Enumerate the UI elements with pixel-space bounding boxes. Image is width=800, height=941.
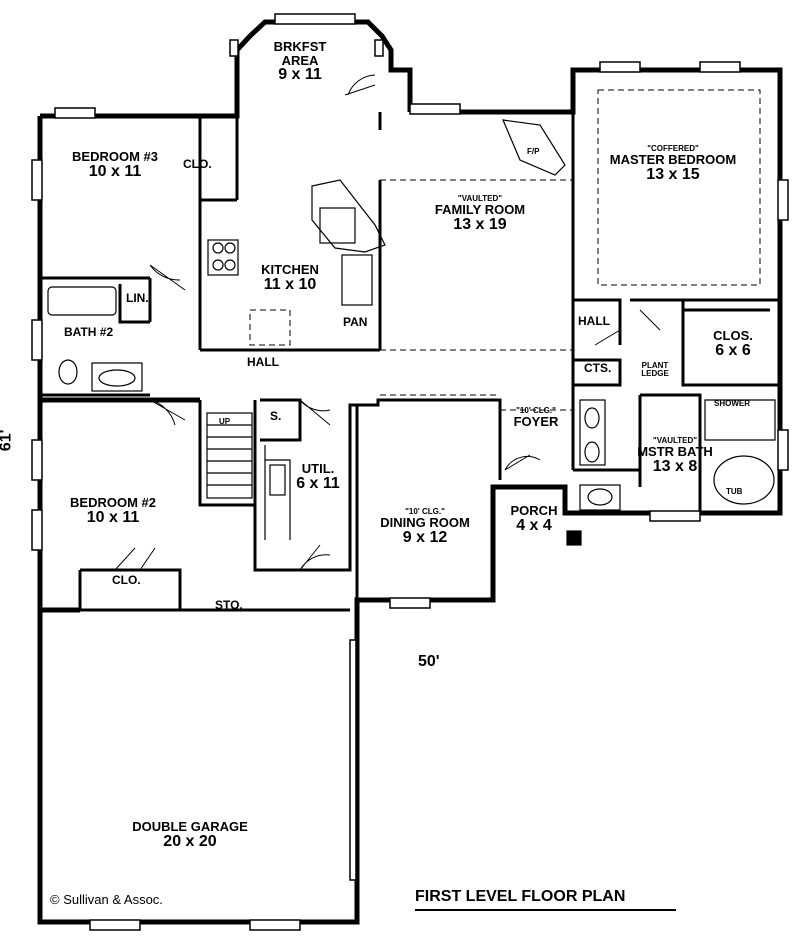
room-dims: 11 x 10 <box>263 275 317 293</box>
room-name: KITCHEN <box>261 262 319 277</box>
storage-s-label: S. <box>270 409 282 423</box>
room-note: "VAULTED" <box>457 194 503 203</box>
fireplace-label: F/P <box>527 147 540 156</box>
hall-label: HALL <box>247 355 279 369</box>
room-note: "10' CLG." <box>516 406 556 415</box>
family-room-label: "VAULTED" FAMILY ROOM 13 x 19 <box>415 194 545 234</box>
depth-dimension: 61' <box>0 429 15 452</box>
room-dims: 6 x 6 <box>715 341 751 359</box>
room-name: MASTER BEDROOM <box>609 152 737 168</box>
master-bedroom-label: "COFFERED" MASTER BEDROOM 13 x 15 <box>598 144 748 184</box>
room-name: BEDROOM #2 <box>70 495 156 510</box>
room-dims: 13 x 15 <box>646 166 700 184</box>
room-name: UTIL. <box>301 461 335 476</box>
room-name: FAMILY ROOM <box>434 202 526 218</box>
linen-label: LIN. <box>126 291 149 305</box>
foyer-label: "10' CLG." FOYER <box>500 406 572 430</box>
room-dims: 4 x 4 <box>516 516 552 534</box>
door-swings <box>114 74 661 571</box>
closet-bed2-label: CLO. <box>112 573 141 587</box>
room-name: PORCH <box>510 503 558 518</box>
dining-room-label: "10' CLG." DINING ROOM 9 x 12 <box>365 507 485 547</box>
closet-bed3-label: CLO. <box>183 157 212 171</box>
bedroom3-label: BEDROOM #3 10 x 11 <box>60 150 170 180</box>
room-dims: 10 x 11 <box>88 162 142 180</box>
room-dims: 13 x 19 <box>453 216 507 234</box>
room-name: DINING ROOM <box>380 515 470 531</box>
plant-ledge-label: PLANT LEDGE <box>641 361 669 379</box>
fixtures <box>47 119 776 546</box>
double-garage-label: DOUBLE GARAGE 20 x 20 <box>110 820 270 850</box>
room-dims: 9 x 11 <box>278 66 322 84</box>
room-dims: 10 x 11 <box>86 508 140 526</box>
shower-label: SHOWER <box>714 399 750 408</box>
bedroom2-label: BEDROOM #2 10 x 11 <box>58 496 168 526</box>
bath2-label: BATH #2 <box>64 325 114 339</box>
stairs-up-label: UP <box>219 417 231 426</box>
storage-label: STO. <box>215 598 243 612</box>
closet-master-label: CLOS. 6 x 6 <box>700 329 766 359</box>
width-dimension: 50' <box>418 653 440 670</box>
room-dims: 9 x 12 <box>402 529 448 547</box>
master-bath-label: "VAULTED" MSTR BATH 13 x 8 <box>625 436 725 476</box>
dashed-lines <box>249 89 761 411</box>
copyright-text: © Sullivan & Assoc. <box>50 892 163 907</box>
tub-label: TUB <box>726 487 743 496</box>
interior-walls <box>38 70 780 612</box>
room-name: BRKFST AREA <box>273 39 327 68</box>
room-name: CLOS. <box>713 328 753 343</box>
pantry-label: PAN <box>343 315 368 329</box>
room-dims: 6 x 11 <box>296 474 340 492</box>
cts-label: CTS. <box>584 361 612 375</box>
brkfst-area-label: BRKFST AREA 9 x 11 <box>255 40 345 84</box>
room-dims: 13 x 8 <box>652 458 698 476</box>
room-note: "COFFERED" <box>647 144 699 153</box>
porch-label: PORCH 4 x 4 <box>503 504 565 534</box>
windows <box>31 13 789 931</box>
plan-title: FIRST LEVEL FLOOR PLAN <box>415 888 626 905</box>
room-note: "10' CLG." <box>405 507 445 516</box>
hall-right-label: HALL <box>578 314 610 328</box>
room-name: MSTR BATH <box>637 444 713 460</box>
room-dims: 20 x 20 <box>163 832 217 850</box>
room-name: DOUBLE GARAGE <box>132 819 248 834</box>
utility-label: UTIL. 6 x 11 <box>288 462 348 492</box>
kitchen-label: KITCHEN 11 x 10 <box>245 263 335 293</box>
room-name: FOYER <box>513 414 559 430</box>
room-note: "VAULTED" <box>652 436 698 445</box>
room-name: BEDROOM #3 <box>72 149 158 164</box>
